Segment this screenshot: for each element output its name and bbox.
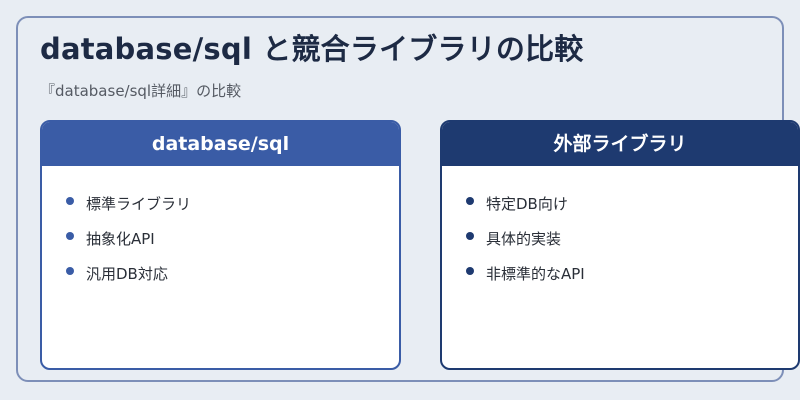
card-external-libraries: 外部ライブラリ 特定DB向け 具体的実装 非標準的なAPI <box>440 120 800 370</box>
card-header-database-sql: database/sql <box>42 122 399 166</box>
bullet-icon <box>66 266 74 275</box>
list-item: 特定DB向け <box>466 186 798 221</box>
card-item-list: 特定DB向け 具体的実装 非標準的なAPI <box>442 166 798 291</box>
list-item-label: 汎用DB対応 <box>86 265 168 283</box>
list-item-label: 抽象化API <box>86 230 155 248</box>
bullet-icon <box>466 231 474 240</box>
card-database-sql: database/sql 標準ライブラリ 抽象化API 汎用DB対応 <box>40 120 401 370</box>
list-item: 非標準的なAPI <box>466 256 798 291</box>
bullet-icon <box>66 196 74 205</box>
list-item: 汎用DB対応 <box>66 256 399 291</box>
bullet-icon <box>66 231 74 240</box>
page-subtitle: 『database/sql詳細』の比較 <box>40 82 242 100</box>
card-item-list: 標準ライブラリ 抽象化API 汎用DB対応 <box>42 166 399 291</box>
bullet-icon <box>466 196 474 205</box>
list-item: 抽象化API <box>66 221 399 256</box>
list-item: 標準ライブラリ <box>66 186 399 221</box>
list-item-label: 非標準的なAPI <box>486 265 585 283</box>
list-item-label: 標準ライブラリ <box>86 195 192 213</box>
list-item-label: 特定DB向け <box>486 195 568 213</box>
bullet-icon <box>466 266 474 275</box>
list-item: 具体的実装 <box>466 221 798 256</box>
card-header-external-libraries: 外部ライブラリ <box>442 122 798 166</box>
page-title: database/sql と競合ライブラリの比較 <box>40 32 584 66</box>
list-item-label: 具体的実装 <box>486 230 562 248</box>
